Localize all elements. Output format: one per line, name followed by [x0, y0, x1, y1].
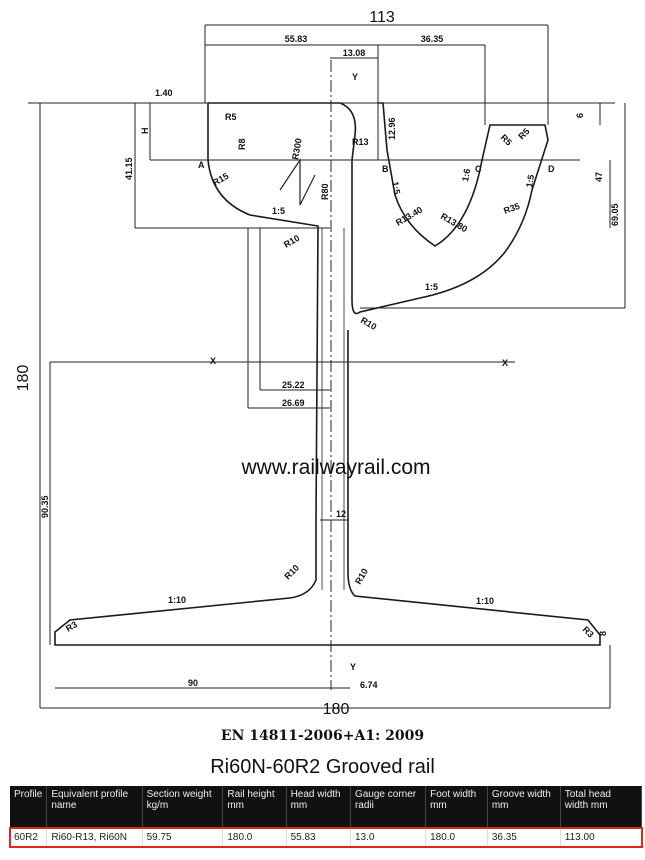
slope-1-5-b: 1:5 [390, 181, 402, 196]
rail-profile-outline [54, 102, 601, 646]
dim-25-22: 25.22 [282, 380, 305, 390]
dim-12-96: 12.96 [387, 117, 397, 140]
label-h: H [140, 128, 150, 135]
cell-profile: 60R2 [10, 828, 48, 847]
axis-y-top: Y [352, 72, 358, 82]
dim-rail-height: 180 [15, 365, 32, 392]
cell-groove-width: 36.35 [487, 828, 561, 847]
table-header-row: Profile Equivalent profile name Section … [10, 786, 643, 828]
dimension-lines [28, 24, 626, 709]
radius-r3-a: R3 [64, 619, 79, 633]
dim-90-35: 90.35 [40, 495, 50, 518]
cell-section-weight: 59.75 [142, 828, 224, 847]
dim-6: 6 [575, 113, 585, 118]
standard-reference: EN 14811-2006+A1: 2009 [220, 728, 425, 744]
header-profile: Profile [10, 786, 48, 828]
point-a: A [198, 160, 205, 170]
rail-title: Ri60N-60R2 Grooved rail [210, 756, 435, 778]
radius-r300: R300 [290, 137, 304, 160]
break-mark [279, 158, 316, 206]
header-rail-height: Rail height mm [222, 786, 287, 828]
header-section-weight: Section weight kg/m [142, 786, 224, 828]
radius-r13-40: R13.40 [394, 205, 424, 228]
axis-y-bottom: Y [350, 662, 356, 672]
dim-41-15: 41.15 [124, 157, 134, 180]
dim-foot-width: 180 [323, 701, 350, 718]
radius-r35: R35 [502, 201, 521, 216]
point-d: D [548, 164, 555, 174]
cell-rail-height: 180.0 [222, 828, 287, 847]
dim-90: 90 [188, 678, 198, 688]
radius-r80: R80 [320, 183, 330, 200]
slope-1-5-a: 1:5 [272, 206, 285, 216]
header-equivalent-name: Equivalent profile name [46, 786, 143, 828]
dim-8: 8 [598, 631, 608, 636]
point-c: C [475, 164, 482, 174]
dim-web-offset: 13.08 [343, 48, 366, 58]
slope-1-6: 1:6 [460, 168, 472, 183]
slope-1-10-a: 1:10 [168, 595, 186, 605]
radius-r10-c: R10 [282, 563, 301, 582]
spec-table: Profile Equivalent profile name Section … [9, 786, 643, 848]
header-head-width: Head width mm [286, 786, 351, 828]
dim-6-74: 6.74 [360, 680, 378, 690]
radius-r10-d: R10 [353, 567, 370, 586]
radius-r8: R8 [237, 138, 247, 150]
axis-x-left: X [210, 356, 216, 366]
dim-total-head-width: 113 [369, 9, 395, 26]
radius-r5-c: R5 [516, 126, 531, 141]
radius-r5: R5 [225, 112, 237, 122]
dim-1-40: 1.40 [155, 88, 173, 98]
dim-web-12: 12 [336, 509, 346, 519]
header-groove-width: Groove width mm [487, 786, 561, 828]
cell-equivalent-name: Ri60-R13, Ri60N [46, 828, 143, 847]
cell-gauge-corner-radii: 13.0 [350, 828, 427, 847]
dim-head-width: 55.83 [285, 34, 308, 44]
dim-26-69: 26.69 [282, 398, 305, 408]
point-b: B [382, 164, 389, 174]
dim-47: 47 [594, 172, 604, 182]
header-foot-width: Foot width mm [425, 786, 488, 828]
slope-1-10-b: 1:10 [476, 596, 494, 606]
slope-1-5-c: 1:5 [524, 174, 536, 189]
dim-groove-width: 36.35 [421, 34, 444, 44]
dim-69-05: 69.05 [610, 203, 620, 226]
header-gauge-corner-radii: Gauge corner radii [350, 786, 427, 828]
radius-r10: R10 [282, 233, 301, 250]
cell-head-width: 55.83 [286, 828, 351, 847]
radius-r15: R15 [211, 171, 230, 188]
rail-profile-drawing: 113 55.83 36.35 13.08 1.40 R5 R8 R300 H … [15, 9, 626, 718]
radius-r13: R13 [352, 137, 369, 147]
radius-r10-b: R10 [359, 315, 378, 332]
axis-x-right: X [502, 358, 508, 368]
radius-r5-b: R5 [499, 132, 514, 147]
slope-1-5-d: 1:5 [425, 282, 438, 292]
table-row: 60R2 Ri60-R13, Ri60N 59.75 180.0 55.83 1… [9, 827, 643, 848]
cell-total-head-width: 113.00 [560, 828, 643, 847]
cell-foot-width: 180.0 [425, 828, 488, 847]
watermark-url: www.railwayrail.com [240, 456, 430, 479]
header-total-head-width: Total head width mm [560, 786, 643, 828]
